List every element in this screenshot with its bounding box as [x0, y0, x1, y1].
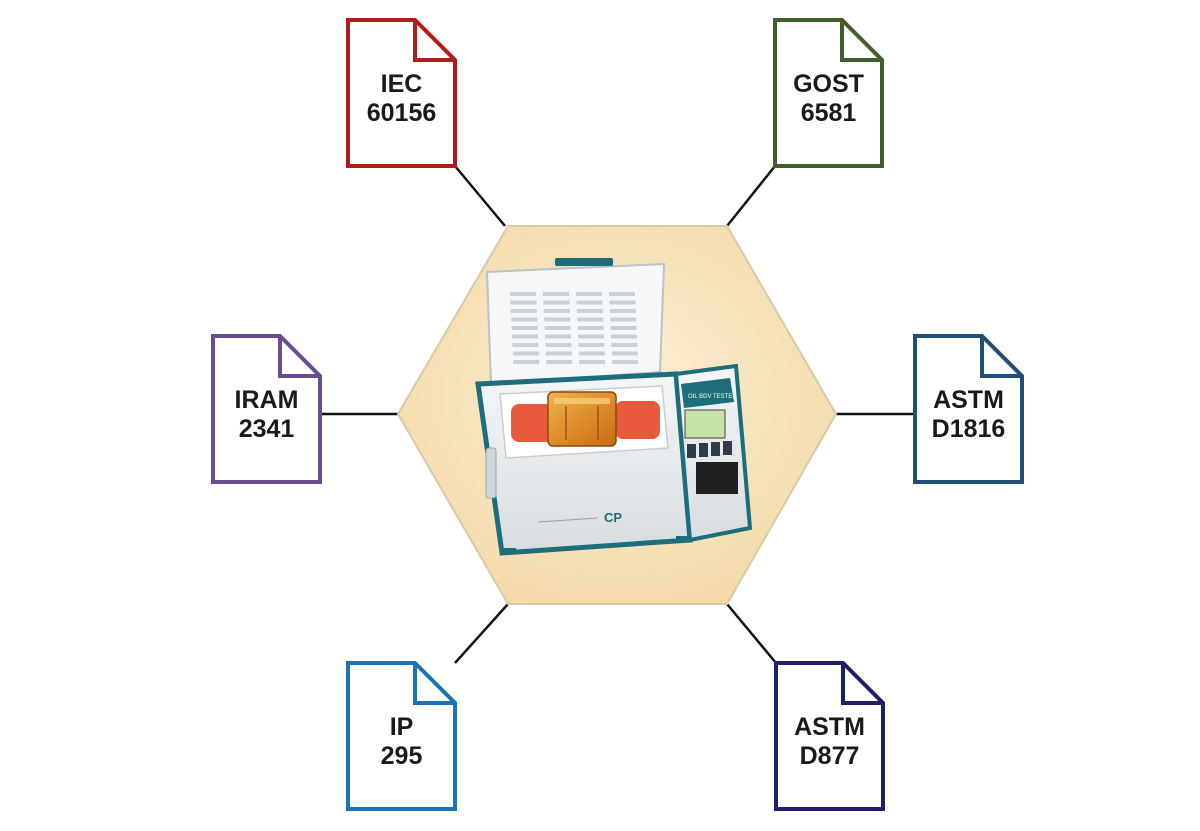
connectors — [320, 165, 915, 664]
oil-tester-product-image: CP OIL BDV TESTER — [475, 258, 753, 556]
vent-slot — [578, 351, 605, 356]
lcd-display — [684, 409, 726, 439]
vent-slot — [511, 326, 538, 330]
document-label-gost-line2: 6581 — [801, 99, 857, 127]
document-label-iec-line1: IEC — [381, 70, 423, 98]
vent-slot — [576, 300, 603, 305]
vent-slot — [511, 317, 538, 322]
vent-slot — [611, 343, 638, 347]
document-label-astm-d1816-line2: D1816 — [932, 415, 1006, 443]
vent-slot — [609, 292, 635, 296]
vent-slot — [543, 309, 570, 313]
brand-logo: CP — [604, 510, 622, 525]
document-label-iec-line2: 60156 — [367, 99, 437, 127]
lid-vent-grille — [510, 292, 639, 364]
vent-slot — [609, 300, 636, 305]
printer-slot — [696, 462, 738, 494]
vent-slot — [611, 334, 637, 339]
vent-slot — [612, 360, 639, 364]
vent-slot — [543, 292, 569, 296]
document-label-ip-line1: IP — [390, 713, 414, 741]
vent-slot — [543, 300, 570, 305]
vent-slot — [510, 300, 537, 305]
vent-slot — [610, 317, 637, 322]
vent-slot — [512, 343, 539, 347]
document-label-gost-line1: GOST — [793, 70, 864, 98]
document-label-astm-d877-line1: ASTM — [794, 713, 865, 741]
connector-line-ip — [454, 603, 509, 664]
standard-documents: IEC60156GOST6581IRAM2341ASTMD1816IP295AS… — [211, 18, 1024, 811]
vent-slot — [576, 309, 603, 313]
vent-slot — [513, 360, 540, 364]
connector-line-astm-d877 — [726, 603, 777, 664]
vent-slot — [512, 351, 539, 356]
connector-line-iec — [454, 165, 506, 227]
vent-slot — [512, 334, 538, 339]
vent-slot — [578, 334, 604, 339]
connector-line-gost — [726, 165, 776, 227]
document-label-iram-line1: IRAM — [235, 386, 299, 414]
vent-slot — [611, 351, 638, 356]
vent-slot — [545, 351, 572, 356]
vent-slot — [579, 360, 606, 364]
panel-label: OIL BDV TESTER — [688, 394, 737, 400]
vent-slot — [510, 309, 537, 313]
vent-slot — [577, 317, 604, 322]
document-label-astm-d877-line2: D877 — [800, 742, 860, 770]
vent-slot — [576, 292, 602, 296]
vent-slot — [544, 326, 571, 330]
vent-slot — [545, 334, 571, 339]
vent-slot — [510, 292, 536, 296]
vent-slot — [546, 360, 573, 364]
vent-slot — [545, 343, 572, 347]
document-label-astm-d1816-line1: ASTM — [933, 386, 1004, 414]
vent-slot — [577, 326, 604, 330]
vent-slot — [544, 317, 571, 322]
vent-slot — [609, 309, 636, 313]
vent-slot — [578, 343, 605, 347]
document-label-ip-line2: 295 — [381, 742, 423, 770]
document-label-iram-line2: 2341 — [239, 415, 295, 443]
vent-slot — [610, 326, 637, 330]
